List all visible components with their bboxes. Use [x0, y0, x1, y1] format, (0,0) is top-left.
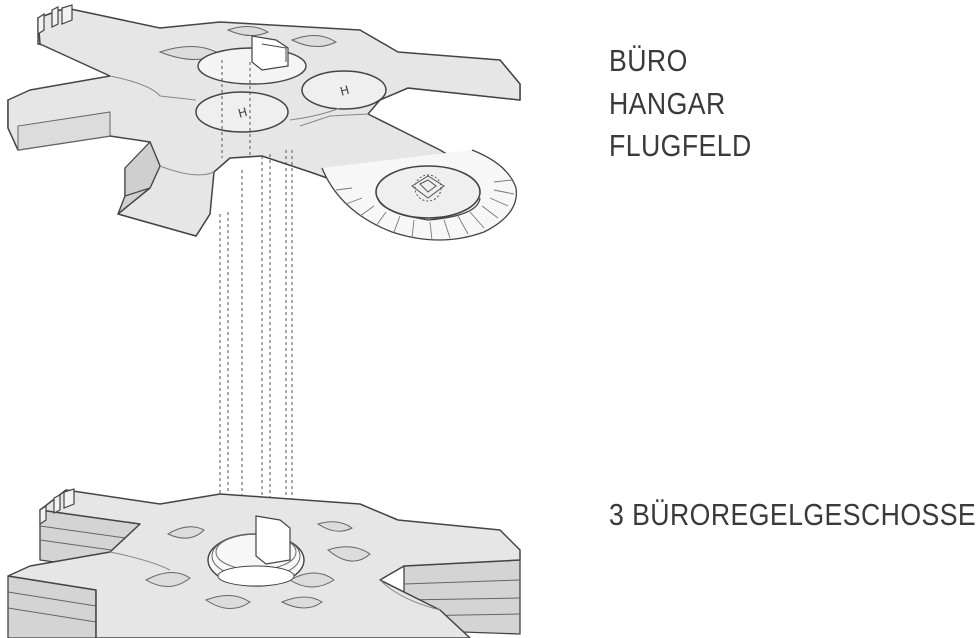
- label-flugfeld: FLUGFELD: [609, 128, 752, 163]
- upper-parapet: [37, 4, 73, 36]
- lower-courts: [144, 521, 371, 609]
- upper-wing-shadow: [17, 111, 111, 151]
- helipad-marking-icon: [411, 174, 445, 202]
- label-bueroregelgeschosse: 3 BÜROREGELGESCHOSSE: [609, 497, 976, 532]
- helipad-2: H: [301, 70, 387, 110]
- axonometric-diagram: H H: [7, 4, 521, 638]
- helipad-h-marking-icon: H: [237, 105, 249, 121]
- upper-atrium-core: [251, 35, 289, 71]
- helipad-3: [321, 149, 518, 241]
- label-buero: BÜRO: [609, 43, 688, 78]
- helipad-h-marking-icon: H: [339, 83, 351, 99]
- core-connectors: [219, 60, 293, 540]
- upper-slab: H H: [7, 4, 521, 241]
- upper-courts: [158, 26, 337, 60]
- helipad-1: H: [195, 91, 289, 133]
- upper-wing-shadow: [124, 140, 161, 197]
- lower-slab: [7, 488, 521, 638]
- lower-atrium-core: [255, 515, 291, 565]
- upper-deck-lines: [109, 75, 369, 176]
- label-hangar: HANGAR: [609, 86, 726, 121]
